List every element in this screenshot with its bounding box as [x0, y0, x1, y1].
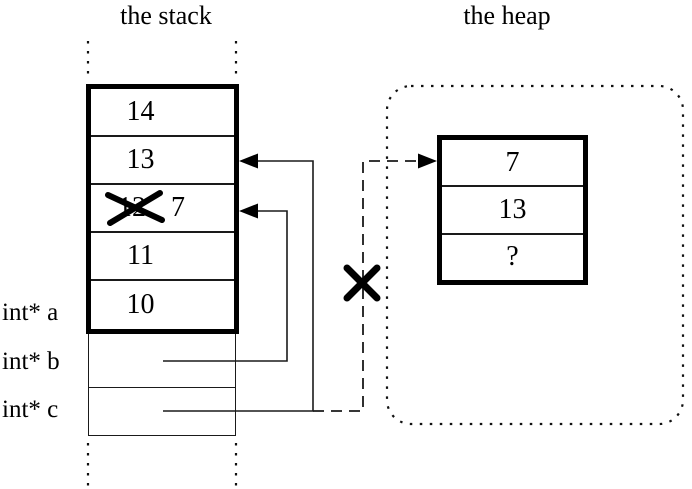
- heap-cell-value: ?: [506, 241, 519, 273]
- stack-cell: 10: [91, 281, 234, 329]
- stack-cell: 11: [91, 233, 234, 281]
- stack-cell: 14: [91, 89, 234, 137]
- dangling-pointer-arrow: [313, 160, 424, 412]
- stack-cell-old-value: 12: [118, 192, 146, 223]
- stack-cell-value: 11: [127, 240, 154, 271]
- invalid-pointer-x-icon: [343, 264, 381, 302]
- var-label-b: int* b: [2, 348, 60, 375]
- stack-cell-new-value: 7: [171, 192, 185, 223]
- pointer-c-arrowhead-icon: [239, 153, 258, 169]
- var-label-a: int* a: [2, 299, 59, 326]
- stack-cell-value: 14: [126, 96, 155, 127]
- pointer-cells-box: [88, 334, 236, 436]
- stack-title: the stack: [120, 1, 212, 30]
- stack-frame-box: 14 13 12 7 11 10: [86, 84, 239, 334]
- pointer-cell-c: [89, 388, 235, 438]
- heap-title: the heap: [463, 1, 551, 30]
- stack-cell-updated: 12 7: [91, 185, 234, 233]
- heap-cell-value: 13: [498, 193, 527, 225]
- var-label-c: int* c: [2, 396, 59, 423]
- heap-cell-value: 7: [505, 146, 520, 178]
- stack-cell-value: 13: [126, 144, 155, 175]
- heap-cell: ?: [442, 235, 583, 280]
- dangling-pointer-arrowhead-icon: [418, 153, 437, 169]
- heap-cell: 13: [442, 187, 583, 235]
- pointer-cell-b: [89, 334, 235, 384]
- stack-cell-value: 10: [126, 289, 155, 320]
- pointer-b-arrowhead-icon: [239, 203, 258, 219]
- heap-block: 7 13 ?: [437, 135, 588, 285]
- heap-cell: 7: [442, 140, 583, 188]
- stack-cell: 13: [91, 137, 234, 185]
